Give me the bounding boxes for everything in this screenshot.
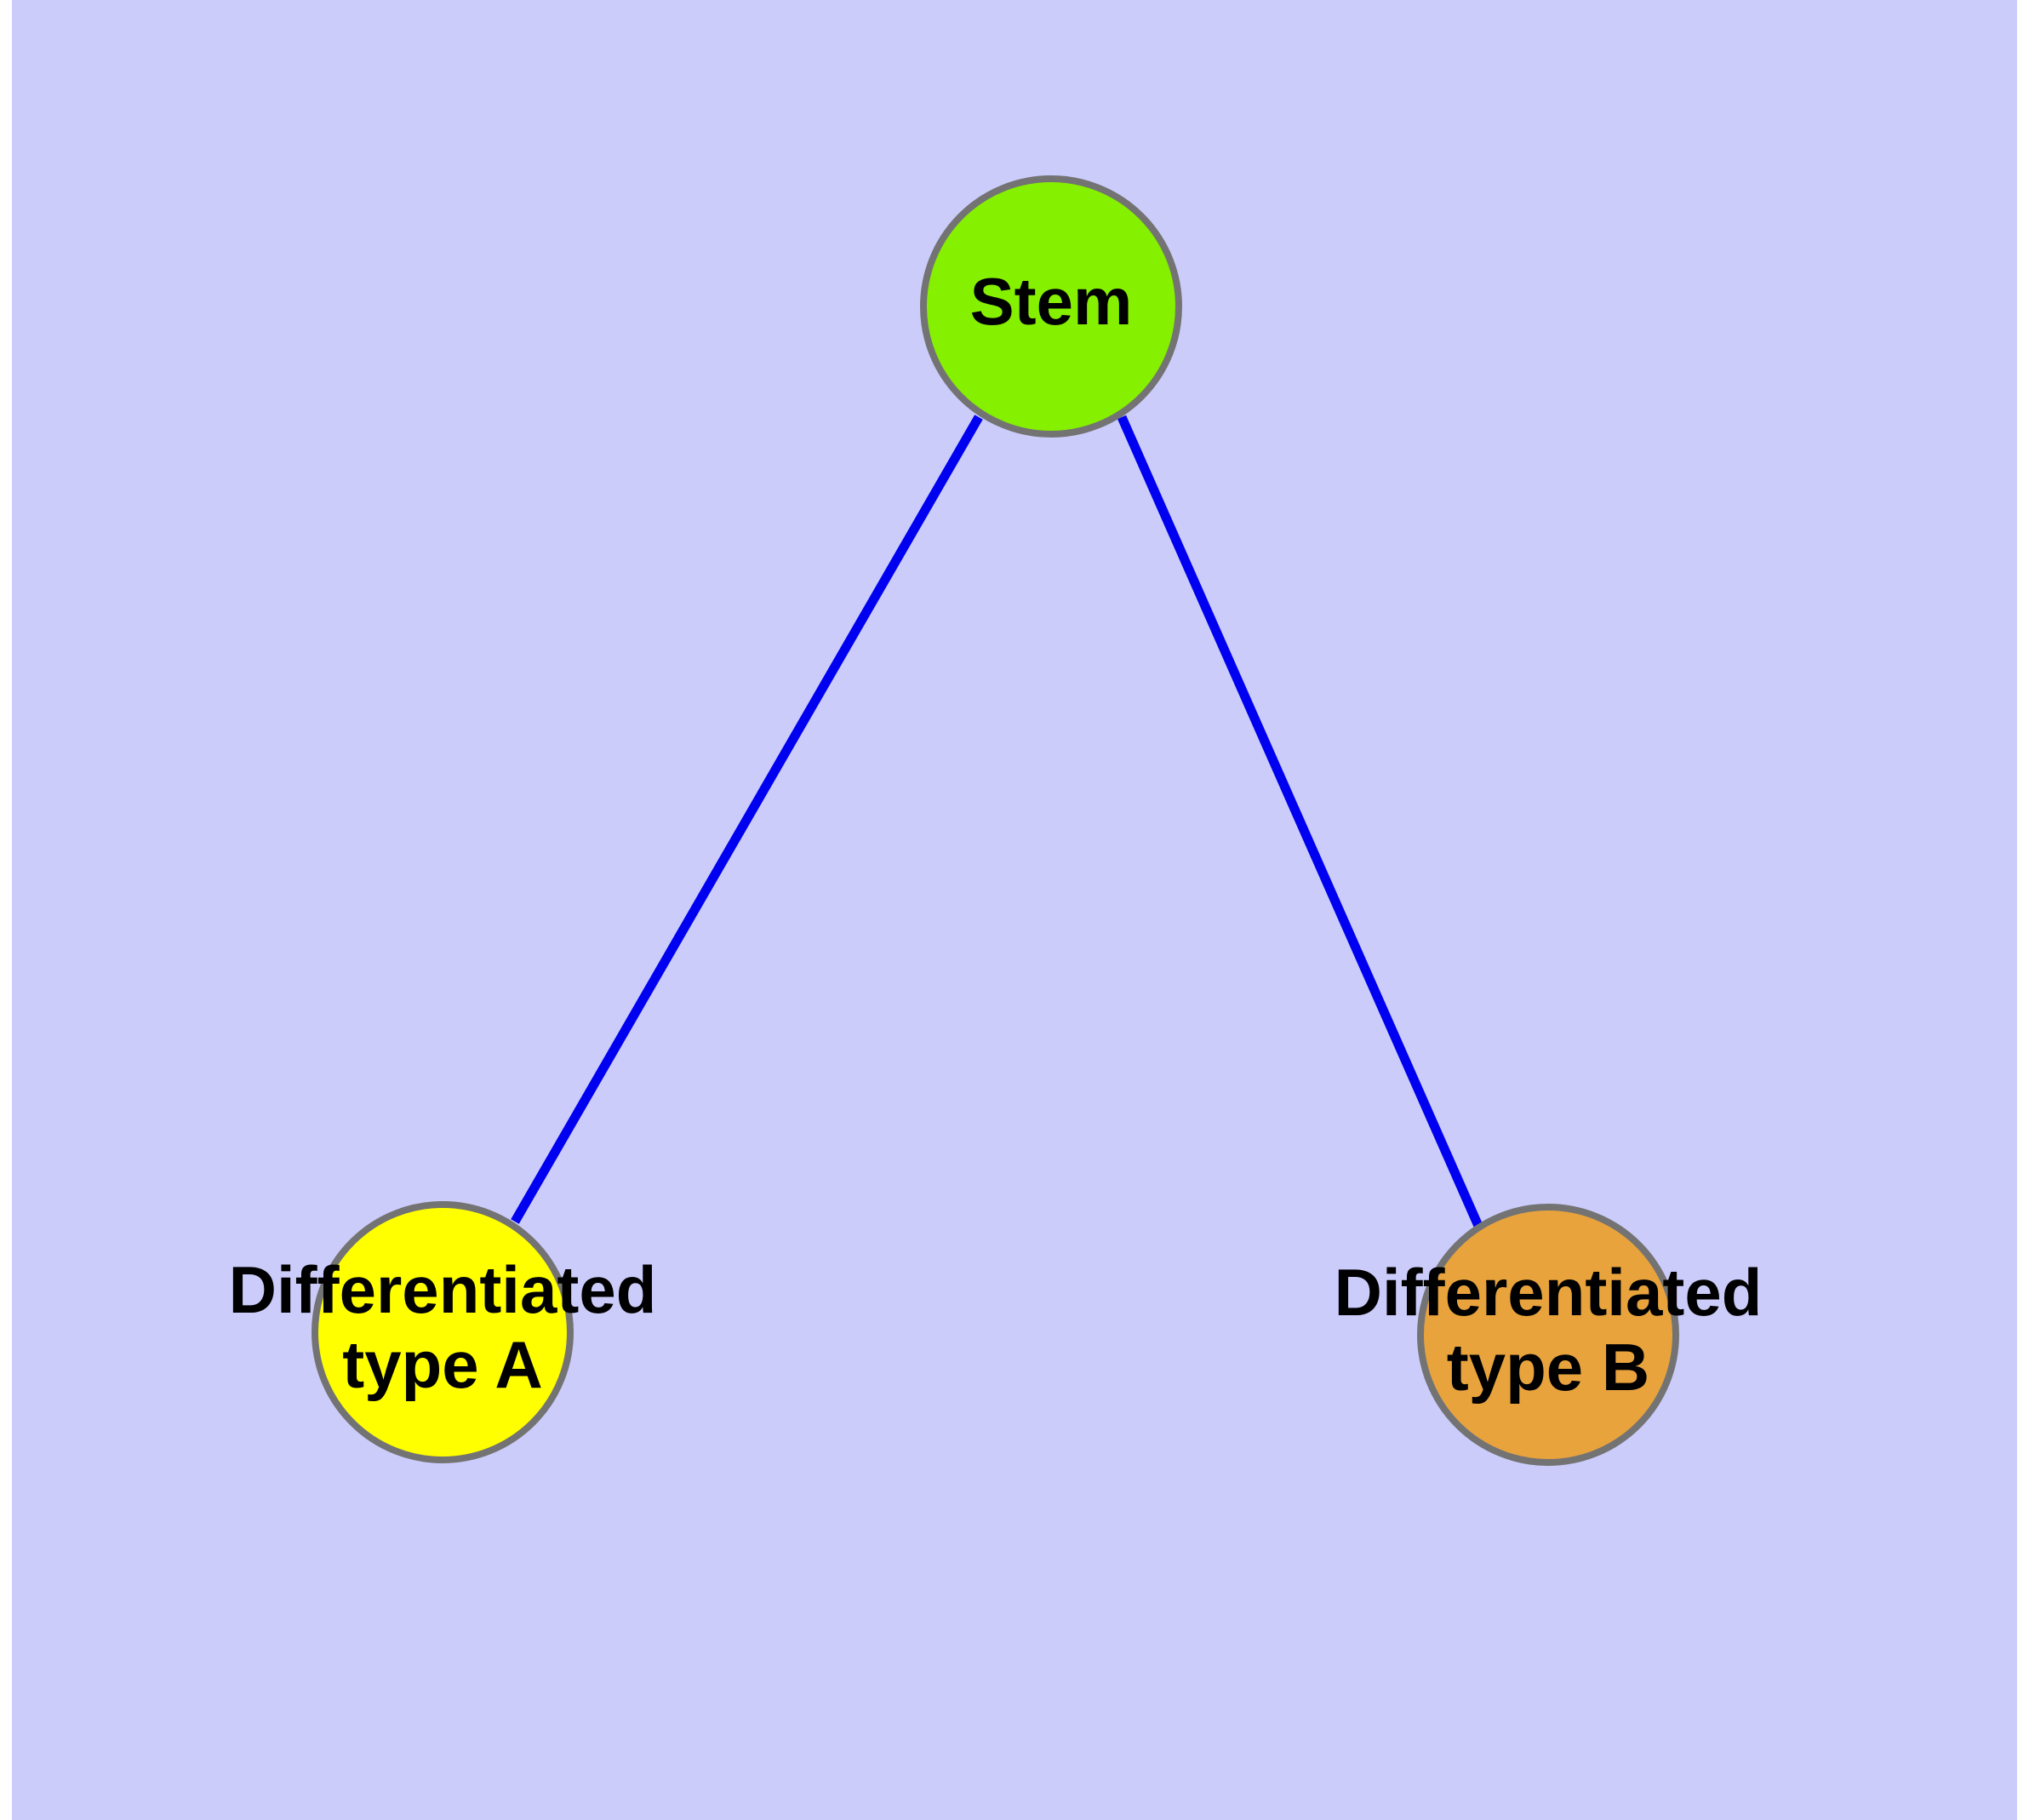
- node-label-line: Differentiated: [1335, 1255, 1763, 1330]
- node-differentiated-type-a-circle[interactable]: [311, 1201, 574, 1463]
- node-label-line: Stem: [970, 264, 1133, 339]
- node-stem[interactable]: [920, 175, 1182, 438]
- node-label-line: type B: [1447, 1330, 1649, 1405]
- edges-layer: [511, 415, 1483, 1228]
- node-label-line: Differentiated: [229, 1252, 657, 1327]
- node-stem-circle[interactable]: [920, 175, 1182, 438]
- node-stem-label: Stem: [970, 264, 1133, 339]
- node-differentiated-type-b-circle[interactable]: [1417, 1204, 1679, 1466]
- node-label-line: type A: [342, 1327, 543, 1402]
- nodes-layer: [311, 175, 1679, 1466]
- node-differentiated-type-a[interactable]: [311, 1201, 574, 1463]
- edge-stem-to-differentiated-type-b[interactable]: [1117, 415, 1483, 1228]
- edge-stem-to-differentiated-type-a[interactable]: [511, 415, 983, 1224]
- node-differentiated-type-b[interactable]: [1417, 1204, 1679, 1466]
